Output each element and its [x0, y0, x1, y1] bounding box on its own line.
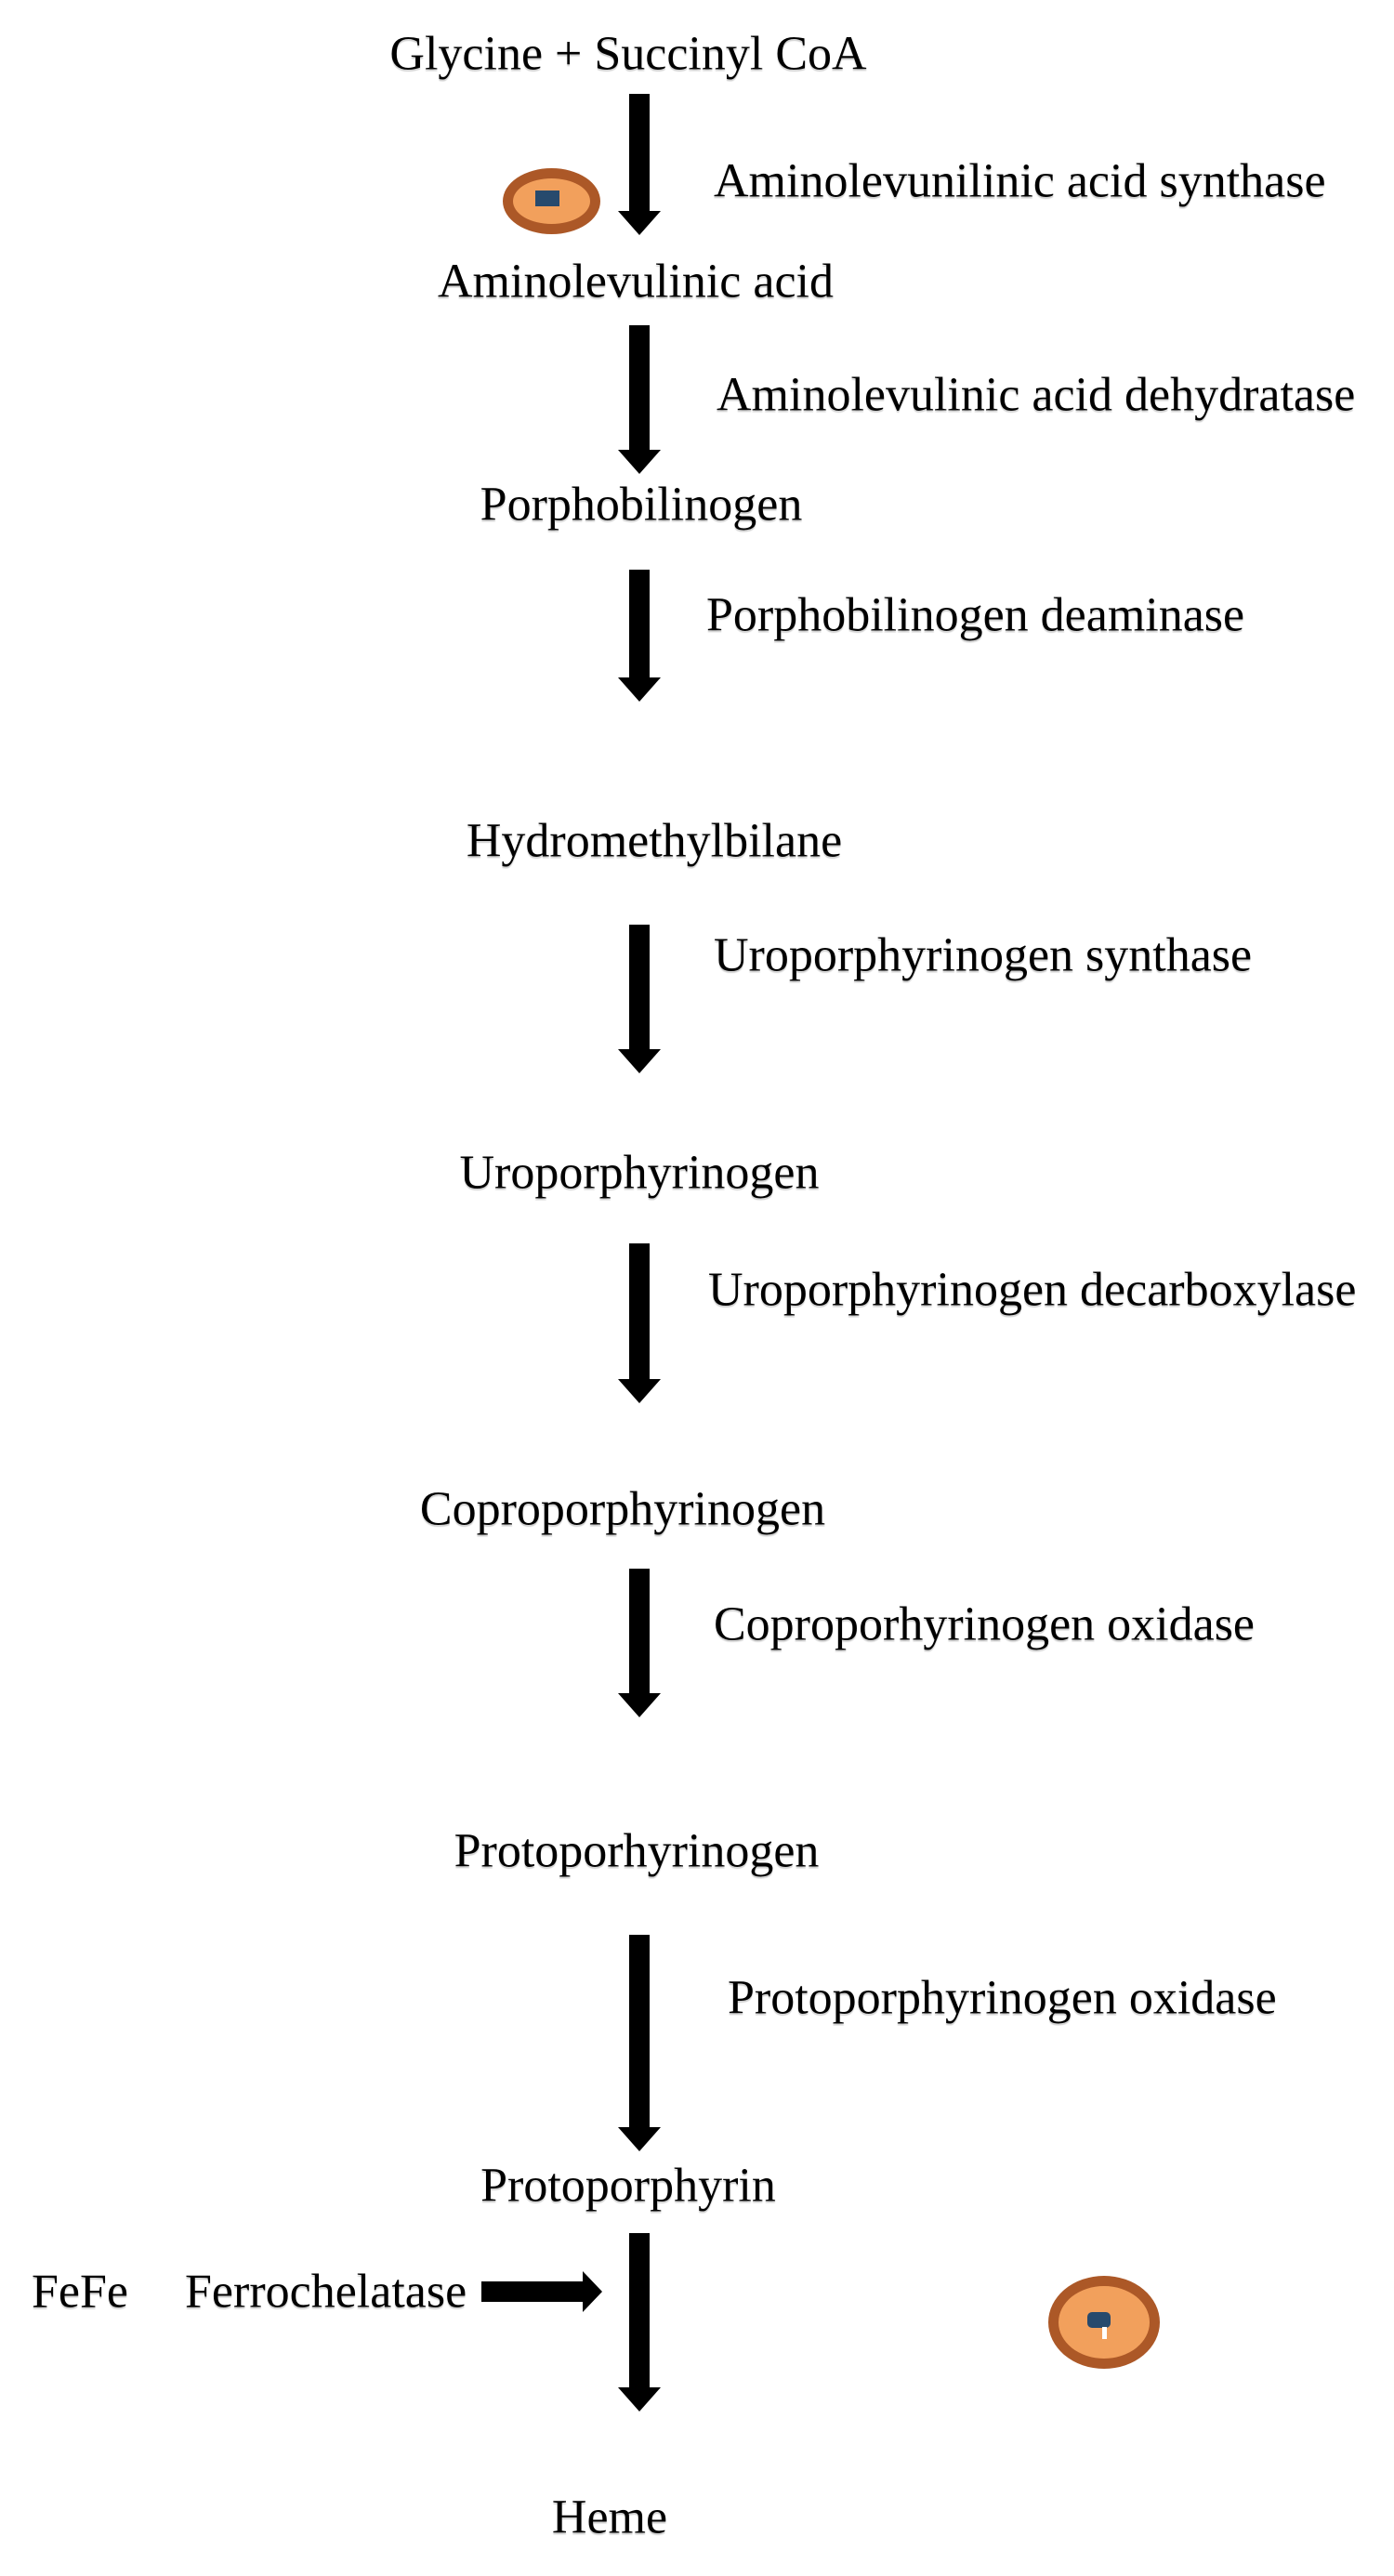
- arrow-shaft: [629, 1569, 650, 1693]
- ferrochelatase-label: Ferrochelatase: [185, 2265, 467, 2319]
- enzyme-porphobilinogen-deaminase: Porphobilinogen deaminase: [706, 588, 1245, 642]
- marker-core-stem: [1102, 2327, 1107, 2339]
- arrow-shaft: [629, 1935, 650, 2127]
- down-arrow-step-5: [618, 1243, 661, 1403]
- node-porphobilinogen: Porphobilinogen: [480, 478, 803, 532]
- arrow-shaft: [629, 570, 650, 677]
- enzyme-aminolevulinic-acid-dehydratase: Aminolevulinic acid dehydratase: [717, 368, 1356, 422]
- arrow-shaft: [629, 925, 650, 1049]
- arrow-head: [618, 450, 661, 474]
- arrow-head: [618, 211, 661, 235]
- arrow-head: [618, 1379, 661, 1403]
- orange-oval-marker-icon-top: [503, 168, 600, 234]
- node-aminolevulinic-acid: Aminolevulinic acid: [437, 255, 835, 309]
- arrow-shaft: [629, 2233, 650, 2387]
- node-coproporphyrinogen: Coproporphyrinogen: [419, 1482, 826, 1536]
- node-protoporphyrin: Protoporphyrin: [480, 2159, 776, 2213]
- enzyme-protoporphyrinogen-oxidase: Protoporphyrinogen oxidase: [728, 1971, 1277, 2025]
- arrow-shaft: [629, 325, 650, 450]
- marker-core-square: [535, 191, 559, 206]
- arrow-shaft: [629, 1243, 650, 1379]
- down-arrow-step-2: [618, 325, 661, 474]
- right-arrow-ferrochelatase: [481, 2271, 602, 2312]
- enzyme-uroporphyrinogen-decarboxylase: Uroporphyrinogen decarboxylase: [708, 1263, 1357, 1317]
- down-arrow-step-3: [618, 570, 661, 702]
- down-arrow-step-6: [618, 1569, 661, 1717]
- arrow-head: [618, 1049, 661, 1073]
- node-uroporphyrinogen: Uroporphyrinogen: [459, 1146, 820, 1200]
- node-heme: Heme: [551, 2491, 668, 2544]
- enzyme-uroporphyrinogen-synthase: Uroporphyrinogen synthase: [714, 928, 1253, 982]
- fe-substrate-label: FeFe: [32, 2265, 128, 2319]
- down-arrow-step-8: [618, 2233, 661, 2412]
- down-arrow-step-1: [618, 94, 661, 235]
- arrow-head: [618, 1693, 661, 1717]
- node-protoporhyrinogen: Protoporhyrinogen: [454, 1824, 820, 1878]
- arrow-head: [618, 2387, 661, 2412]
- arrow-head: [583, 2271, 602, 2312]
- marker-core-square: [1087, 2312, 1111, 2328]
- down-arrow-step-7: [618, 1935, 661, 2151]
- orange-oval-marker-icon-bottom: [1048, 2276, 1160, 2369]
- arrow-shaft: [629, 94, 650, 211]
- arrow-head: [618, 677, 661, 702]
- arrow-head: [618, 2127, 661, 2151]
- enzyme-aminolevunilinic-acid-synthase: Aminolevunilinic acid synthase: [714, 154, 1326, 208]
- arrow-shaft: [481, 2281, 583, 2302]
- node-glycine-succinyl-coa: Glycine + Succinyl CoA: [389, 27, 867, 81]
- node-hydromethylbilane: Hydromethylbilane: [466, 814, 843, 868]
- down-arrow-step-4: [618, 925, 661, 1073]
- enzyme-coproporhyrinogen-oxidase: Coproporhyrinogen oxidase: [714, 1597, 1256, 1651]
